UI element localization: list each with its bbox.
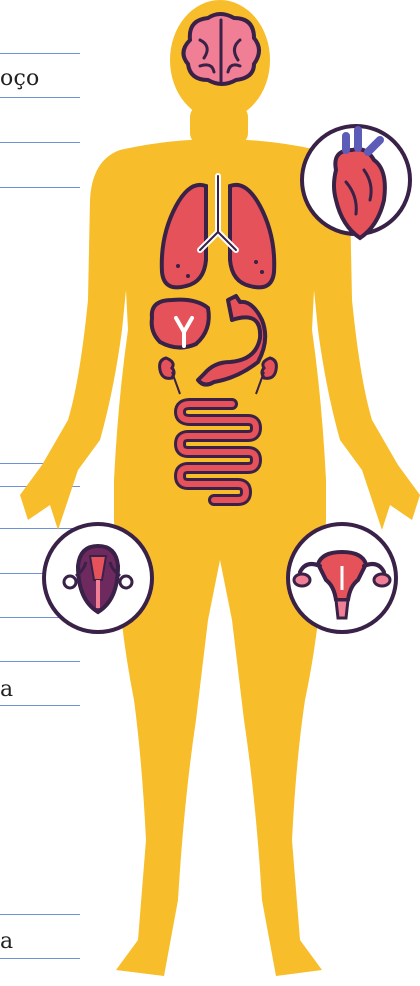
intestine-icon	[180, 404, 256, 500]
heart-icon	[302, 126, 410, 238]
brain-icon	[183, 14, 259, 84]
uterus-icon	[288, 524, 396, 632]
liver-icon	[152, 300, 209, 348]
prostate-icon	[44, 524, 152, 632]
